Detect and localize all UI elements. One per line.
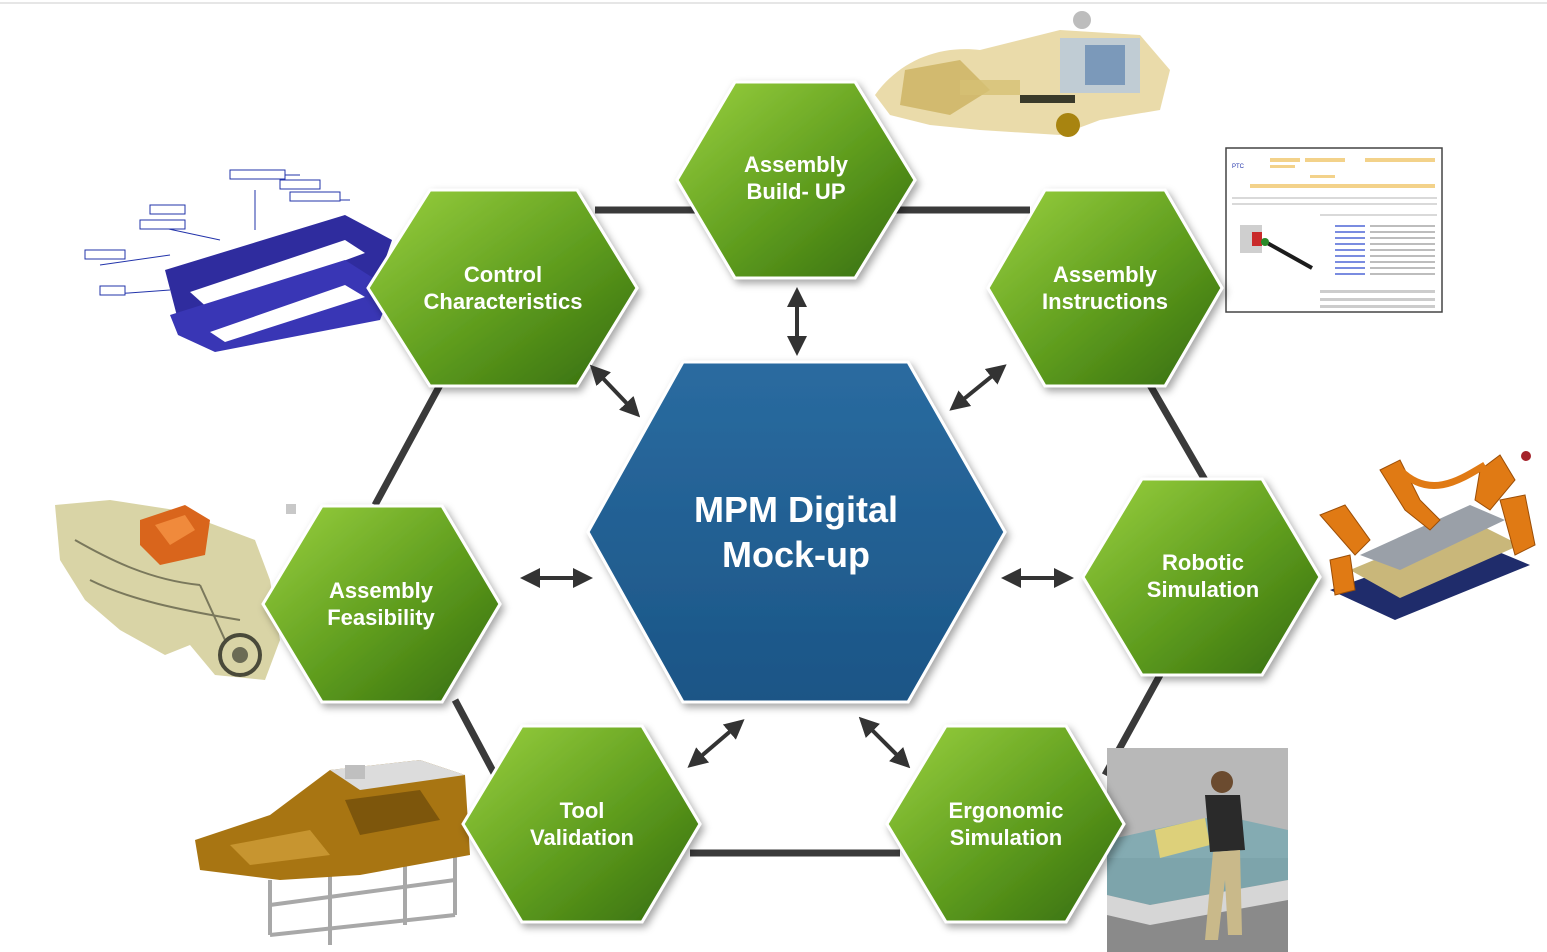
ptc-logo: PTC	[1232, 164, 1245, 170]
label-assembly-instructions-1: Assembly	[1053, 262, 1158, 287]
transmission-model-image	[875, 11, 1170, 137]
hex-mpm-center	[586, 360, 1007, 704]
arrow-tool-icon	[687, 719, 745, 768]
label-tool-validation-2: Validation	[530, 825, 634, 850]
label-ergonomic-simulation-2: Simulation	[950, 825, 1062, 850]
label-tool-validation-1: Tool	[560, 798, 605, 823]
instructions-document-image: PTC	[1225, 147, 1443, 313]
label-assembly-feasibility-1: Assembly	[329, 578, 434, 603]
label-assembly-feasibility-2: Feasibility	[327, 605, 435, 630]
connector-ring	[371, 206, 1209, 857]
hex-control-characteristics	[366, 188, 639, 388]
ergonomic-scene-image	[1107, 748, 1288, 952]
hex-assembly-feasibility	[261, 504, 502, 704]
label-assembly-buildup-2: Build- UP	[747, 179, 846, 204]
label-robotic-simulation-2: Simulation	[1147, 577, 1259, 602]
car-body-image	[55, 500, 280, 680]
label-control-characteristics-1: Control	[464, 262, 542, 287]
hex-robotic-simulation	[1081, 477, 1322, 677]
label-robotic-simulation-1: Robotic	[1162, 550, 1244, 575]
arrow-ergonomic-icon	[858, 716, 911, 769]
hex-assembly-buildup	[675, 80, 917, 280]
label-ergonomic-simulation-1: Ergonomic	[949, 798, 1064, 823]
bracket-drawing-image	[72, 150, 392, 355]
small-square-icon	[286, 504, 296, 514]
fixture-image	[195, 760, 470, 945]
center-title-2: Mock-up	[722, 534, 870, 575]
robot-cell-image	[1305, 450, 1542, 630]
label-assembly-buildup-1: Assembly	[744, 152, 849, 177]
center-title-1: MPM Digital	[694, 489, 898, 530]
hex-tool-validation	[461, 724, 702, 924]
label-assembly-instructions-2: Instructions	[1042, 289, 1168, 314]
hex-assembly-instructions	[986, 188, 1224, 388]
hex-ergonomic-simulation	[885, 724, 1126, 924]
arrow-control-icon	[589, 364, 641, 418]
label-control-characteristics-2: Characteristics	[424, 289, 583, 314]
arrow-instructions-icon	[949, 364, 1007, 411]
